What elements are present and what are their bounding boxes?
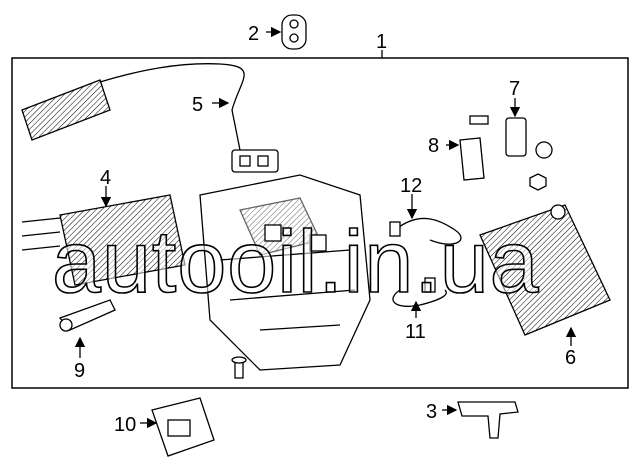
callout-11: 11: [405, 321, 426, 343]
part-3-duct: [457, 401, 519, 439]
callout-9: 9: [74, 360, 85, 382]
callout-6: 6: [565, 347, 576, 369]
part-heater-core: [21, 63, 245, 151]
watermark: autooil.in.ua: [52, 212, 540, 311]
callout-12: 12: [400, 175, 422, 197]
part-screw: [231, 356, 247, 379]
part-7-expansion-valve: [505, 117, 553, 191]
part-5-connector: [231, 149, 279, 173]
part-12-sensor: [389, 217, 462, 245]
part-10-actuator: [151, 397, 215, 457]
part-8-clamp: [459, 115, 489, 181]
callout-2: 2: [248, 23, 259, 45]
callout-1: 1: [376, 31, 387, 53]
part-2-grommet: [281, 14, 307, 50]
callout-7: 7: [509, 78, 520, 100]
callout-5: 5: [192, 94, 203, 116]
callout-4: 4: [100, 167, 111, 189]
part-6-evaporator: [479, 204, 611, 336]
part-9-bracket: [58, 299, 116, 332]
assembly-frame: [11, 57, 629, 389]
callout-10: 10: [114, 414, 136, 436]
part-4-heater-radiator: [21, 194, 186, 286]
callout-3: 3: [426, 401, 437, 423]
callout-8: 8: [428, 135, 439, 157]
part-hvac-housing: [199, 174, 371, 371]
